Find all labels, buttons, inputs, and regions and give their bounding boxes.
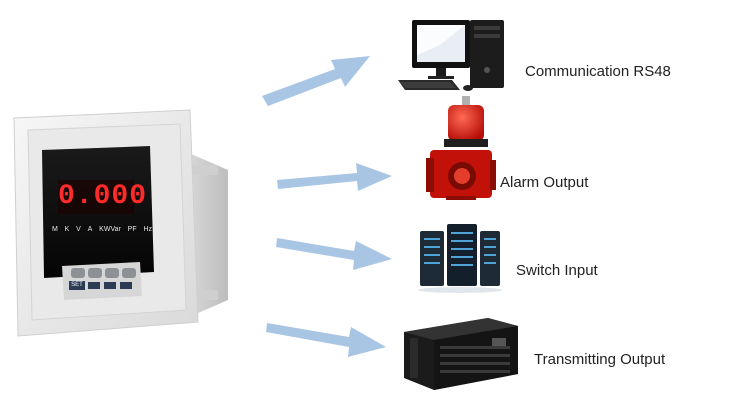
unit-label: A <box>87 226 93 233</box>
server-rack-icon <box>418 224 502 293</box>
meter-key-enter[interactable] <box>120 282 132 289</box>
arrow-to-transmitting <box>266 323 386 357</box>
unit-label: KWVar <box>99 226 121 233</box>
arrow-to-alarm <box>277 163 392 191</box>
desktop-computer-icon <box>398 20 504 91</box>
output-label-alarm: Alarm Output <box>500 174 589 191</box>
unit-label: V <box>76 226 81 233</box>
meter-button-2[interactable] <box>88 268 102 278</box>
output-label-transmitting: Transmitting Output <box>534 351 666 368</box>
arrow-to-switch <box>276 238 392 270</box>
arrows <box>262 56 392 357</box>
meter-display-value: 0.000 <box>58 181 148 212</box>
arrow-to-communication <box>262 56 370 106</box>
unit-label: Hz <box>143 226 152 233</box>
meter-button-1[interactable] <box>71 268 85 278</box>
rack-chassis-icon <box>404 318 518 390</box>
unit-label: K <box>64 226 70 233</box>
meter-button-3[interactable] <box>105 268 119 278</box>
meter-button-4[interactable] <box>122 268 136 278</box>
unit-label: PF <box>127 226 137 233</box>
alarm-siren-icon <box>426 96 496 200</box>
power-meter <box>13 109 228 337</box>
unit-label: M <box>52 226 58 233</box>
output-label-switch: Switch Input <box>516 262 598 279</box>
meter-key-left[interactable] <box>88 282 100 289</box>
meter-unit-labels: M K V A KWVar PF Hz <box>52 226 152 233</box>
meter-buttons <box>71 268 136 289</box>
meter-key-right[interactable] <box>104 282 116 289</box>
output-label-communication: Communication RS48 <box>525 63 671 80</box>
meter-set-button[interactable]: SET <box>69 281 85 290</box>
